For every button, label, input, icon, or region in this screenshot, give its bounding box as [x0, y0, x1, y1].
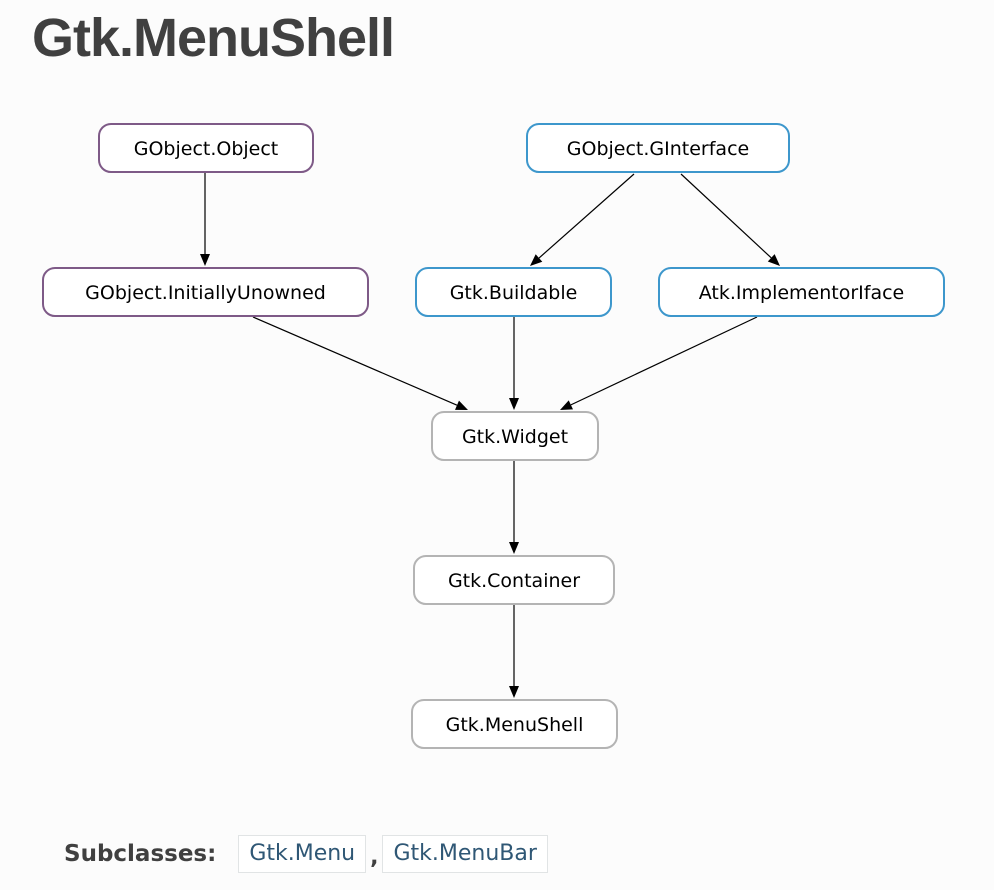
node-box [413, 555, 615, 605]
subclasses-section: Subclasses: Gtk.Menu , Gtk.MenuBar [64, 834, 548, 874]
node-label: GObject.InitiallyUnowned [85, 282, 326, 304]
edge-atk-implementoriface-to-gtk-widget [560, 316, 758, 410]
subclasses-label: Subclasses: [64, 841, 217, 867]
node-box [431, 411, 599, 461]
page-title: Gtk.MenuShell [32, 8, 395, 68]
node-label: Gtk.Container [448, 570, 580, 592]
arrowhead-icon [455, 400, 468, 410]
class-hierarchy-diagram: GObject.Object GObject.GInterfaceGObject.… [42, 123, 945, 749]
edge-gobject-ginterface-to-atk-implementoriface [680, 173, 780, 266]
node-gobject-ginterface[interactable]: GObject.GInterface [526, 123, 790, 173]
edge-line [570, 316, 758, 406]
edge-gtk-widget-to-gtk-container [509, 461, 519, 554]
edges-layer [200, 172, 780, 698]
subclass-link-gtk-menu[interactable]: Gtk.Menu [238, 835, 367, 873]
node-gobject-object[interactable]: GObject.Object [98, 123, 314, 173]
edge-line [252, 316, 458, 406]
edge-gobject-ginterface-to-gtk-buildable [530, 173, 635, 266]
node-box [42, 267, 369, 317]
node-gtk-widget[interactable]: Gtk.Widget [431, 411, 599, 461]
edge-line [680, 173, 772, 259]
arrowhead-icon [509, 686, 519, 698]
arrowhead-icon [530, 254, 543, 266]
arrowhead-icon [509, 398, 519, 410]
node-gtk-menushell[interactable]: Gtk.MenuShell [411, 699, 618, 749]
nodes-layer: GObject.Object GObject.GInterfaceGObject.… [42, 123, 945, 749]
subclass-separator: , [370, 845, 379, 870]
node-box [415, 267, 612, 317]
node-gtk-container[interactable]: Gtk.Container [413, 555, 615, 605]
node-label: Atk.ImplementorIface [699, 282, 905, 304]
node-label: GObject.GInterface [567, 138, 749, 160]
node-box [658, 267, 945, 317]
arrowhead-icon [509, 542, 519, 554]
node-box [526, 123, 790, 173]
node-box [411, 699, 618, 749]
node-label: Gtk.MenuShell [446, 714, 584, 736]
subclass-link-gtk-menubar[interactable]: Gtk.MenuBar [382, 835, 548, 873]
arrowhead-icon [560, 400, 573, 410]
node-atk-implementoriface[interactable]: Atk.ImplementorIface [658, 267, 945, 317]
edge-gtk-buildable-to-gtk-widget [509, 317, 519, 410]
edge-gobject-initiallyunowned-to-gtk-widget [252, 316, 468, 410]
node-label: Gtk.Widget [462, 426, 568, 448]
edge-gobject-object-to-gobject-initiallyunowned [200, 172, 210, 266]
node-gobject-initiallyunowned[interactable]: GObject.InitiallyUnowned [42, 267, 369, 317]
node-gtk-buildable[interactable]: Gtk.Buildable [415, 267, 612, 317]
node-label: Gtk.Buildable [450, 282, 578, 304]
edge-line [538, 173, 635, 259]
arrowhead-icon [200, 254, 210, 266]
edge-gtk-container-to-gtk-menushell [509, 605, 519, 698]
node-box [98, 123, 314, 173]
arrowhead-icon [767, 254, 780, 266]
node-label: GObject.Object [134, 138, 279, 160]
